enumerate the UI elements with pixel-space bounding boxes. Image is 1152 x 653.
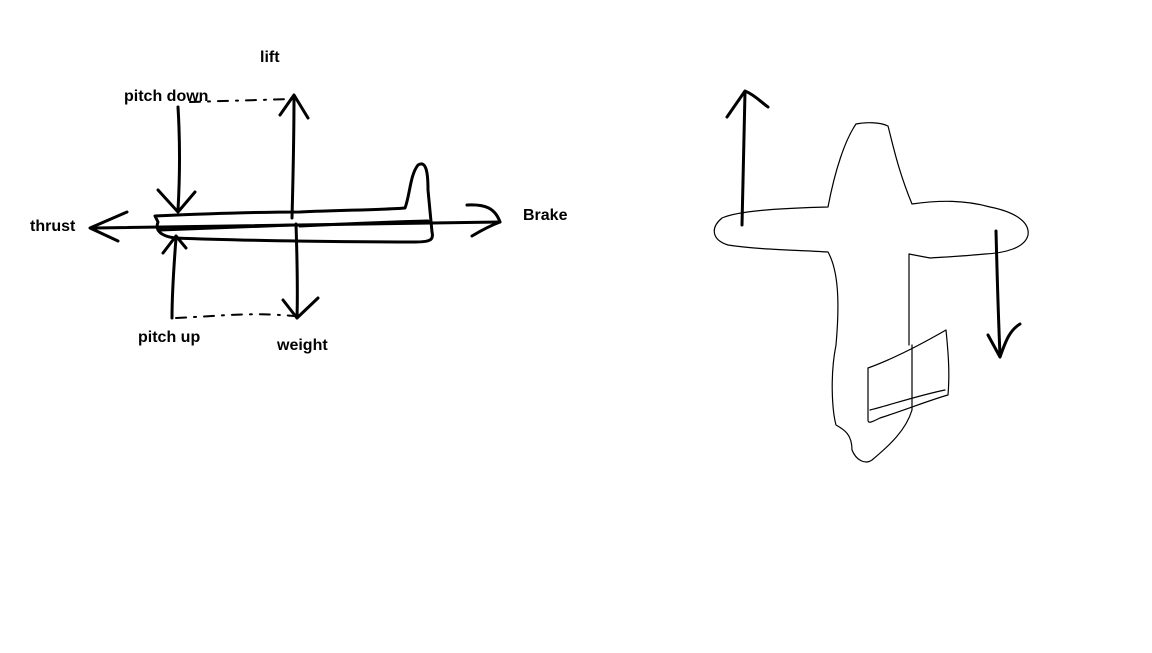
pitch-down-arrow: [156, 105, 197, 214]
brake-label: Brake: [523, 207, 568, 224]
pitch-up-label: pitch up: [138, 329, 201, 346]
top-view-aircraft: [713, 122, 1029, 463]
lift-arrow: [278, 93, 310, 220]
brake-arrow-head: [465, 203, 502, 238]
pitch-up-arrow: [161, 234, 188, 320]
tail-fin-inner: [869, 389, 946, 411]
tail-fin: [867, 329, 950, 423]
aircraft-top-outline: [713, 122, 1029, 463]
fuselage-outline: [153, 162, 434, 244]
thrust-label: thrust: [30, 218, 76, 235]
pitch-down-label: pitch down: [124, 88, 209, 105]
lift-label: lift: [260, 49, 280, 66]
top-view-up-arrow: [725, 89, 770, 227]
weight-label: weight: [277, 337, 328, 354]
weight-arrow: [281, 222, 320, 320]
dashed-connectors: [175, 98, 295, 319]
top-view-down-arrow: [986, 229, 1022, 359]
